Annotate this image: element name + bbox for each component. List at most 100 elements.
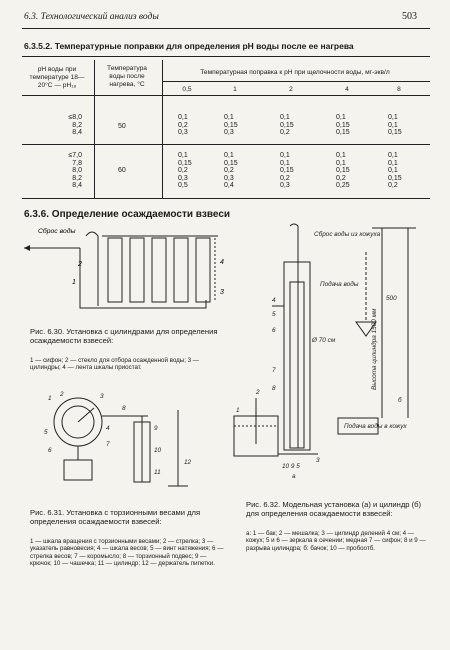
- cell: 0,1: [224, 114, 234, 121]
- cell: 0,3: [178, 174, 188, 182]
- cell: 0,15: [280, 121, 294, 129]
- fig32-marker-2: 2: [255, 389, 260, 396]
- fig32-marker-3: 3: [316, 457, 320, 464]
- cell: 0,1: [280, 152, 290, 159]
- fig32-marker-6: 6: [272, 327, 276, 334]
- drain-jacket-label: Сброс воды из кожуха: [314, 230, 381, 238]
- ph-value: ≤8,0: [68, 114, 82, 121]
- col1-header: pH воды при температуре 18—20°С — pH₁₈: [29, 66, 85, 89]
- figure-6-31-drawing: 1 2 3 4 5 6 7 8 9 10 11 12: [44, 391, 192, 487]
- cylinder-1: [107, 237, 123, 303]
- fig31-marker-7: 7: [106, 441, 110, 448]
- siphon: [85, 231, 99, 306]
- fig32-caption: Рис. 6.32. Модельная установка (а) и цил…: [246, 500, 421, 518]
- fig31-marker-6: 6: [48, 447, 52, 454]
- fig31-marker-8: 8: [122, 405, 126, 412]
- page-number: 503: [402, 11, 417, 22]
- figure-6-30-drawing: Сброс воды 2 1 4 3: [24, 227, 224, 309]
- cell: 0,15: [224, 159, 238, 167]
- fig32-marker-7: 7: [272, 367, 276, 374]
- cell: 0,1: [388, 121, 398, 129]
- figure-6-32-drawing: Сброс воды из кожуха Подача воды Ø 70 см…: [233, 223, 416, 480]
- ph-value: 8,4: [72, 182, 82, 190]
- header-bottom-rule: [22, 95, 430, 96]
- fig32-marker-5: 5: [272, 311, 276, 318]
- ph-value: ≤7,0: [68, 152, 82, 159]
- fig32-legend: а: 1 — бак; 2 — мешалка; 3 — цилиндр дел…: [246, 530, 426, 552]
- group2-temp: 60: [118, 167, 126, 174]
- ph-value: 8,0: [72, 167, 82, 175]
- table-title: 6.3.5.2. Температурные поправки для опре…: [24, 41, 354, 51]
- vrule-1: [94, 60, 95, 198]
- cell: 0,15: [388, 129, 402, 137]
- cell: 0,1: [224, 152, 234, 159]
- cell: 0,3: [178, 129, 188, 137]
- alk-col-4: 8: [397, 86, 401, 93]
- cylinder: [133, 421, 151, 483]
- ph-value: 8,2: [72, 174, 82, 182]
- inlet-label: Подача воды: [320, 280, 359, 288]
- cell: 0,2: [280, 174, 290, 182]
- fig30-marker-1: 1: [72, 279, 76, 286]
- cell: 0,3: [224, 129, 234, 137]
- fig31-marker-9: 9: [154, 425, 158, 432]
- drain-arrow: [24, 245, 30, 251]
- inner-cylinder: [289, 281, 305, 449]
- ph-value: 8,4: [72, 129, 82, 137]
- inlet-pipe: [289, 223, 299, 448]
- cell: 0,4: [224, 182, 234, 190]
- fig31-marker-5: 5: [44, 429, 48, 436]
- cylinder-height-label: Высота цилиндра 1500 мм: [370, 308, 378, 390]
- header-rule: [22, 28, 430, 29]
- fig31-marker-10: 10: [154, 447, 162, 454]
- cylinder-5: [195, 237, 211, 303]
- fig30-marker-2: 2: [77, 261, 82, 268]
- group1-ph: ≤8,0 8,2 8,4: [52, 114, 82, 137]
- fig31-legend: 1 — шкала вращения с торзионными весами;…: [30, 538, 224, 568]
- fig31-marker-3: 3: [100, 393, 104, 400]
- cone-bottom: [355, 321, 377, 337]
- cell: 0,5: [178, 182, 188, 190]
- group-divider: [22, 144, 430, 145]
- cell: 0,15: [336, 129, 350, 137]
- inner-dial: [61, 405, 95, 439]
- cell: 0,3: [280, 182, 290, 190]
- jacket: [283, 261, 311, 451]
- fig32-marker-1: 1: [236, 407, 240, 414]
- ph-value: 7,8: [72, 159, 82, 167]
- cell: 0,1: [336, 152, 346, 159]
- fig30-marker-4: 4: [220, 259, 224, 266]
- cell: 0,1: [388, 114, 398, 121]
- cell: 0,15: [336, 167, 350, 175]
- cell: 0,1: [388, 152, 398, 159]
- cell: 0,1: [336, 159, 346, 167]
- fig30-caption: Рис. 6.30. Установка с цилиндрами для оп…: [30, 327, 218, 345]
- cell: 0,15: [388, 174, 402, 182]
- cell: 0,1: [178, 152, 188, 159]
- cell: 0,2: [336, 174, 346, 182]
- fig31-marker-2: 2: [59, 391, 64, 398]
- cell: 0,15: [224, 121, 238, 129]
- cell: 0,1: [336, 114, 346, 121]
- cell: 0,1: [280, 159, 290, 167]
- cell: 0,15: [178, 159, 192, 167]
- cylinder-2: [129, 237, 145, 303]
- cell: 0,25: [336, 182, 350, 190]
- drain-label: Сброс воды: [38, 227, 76, 235]
- diameter-label: Ø 70 см: [311, 337, 336, 344]
- running-header-title: 6.3. Технологический анализ воды: [24, 12, 159, 22]
- cell: 0,2: [280, 129, 290, 137]
- cell: 0,3: [224, 174, 234, 182]
- jacket-inlet-box: [337, 417, 379, 435]
- cell: 0,2: [388, 182, 398, 190]
- fig32-marker-8: 8: [272, 385, 276, 392]
- cell: 0,1: [388, 159, 398, 167]
